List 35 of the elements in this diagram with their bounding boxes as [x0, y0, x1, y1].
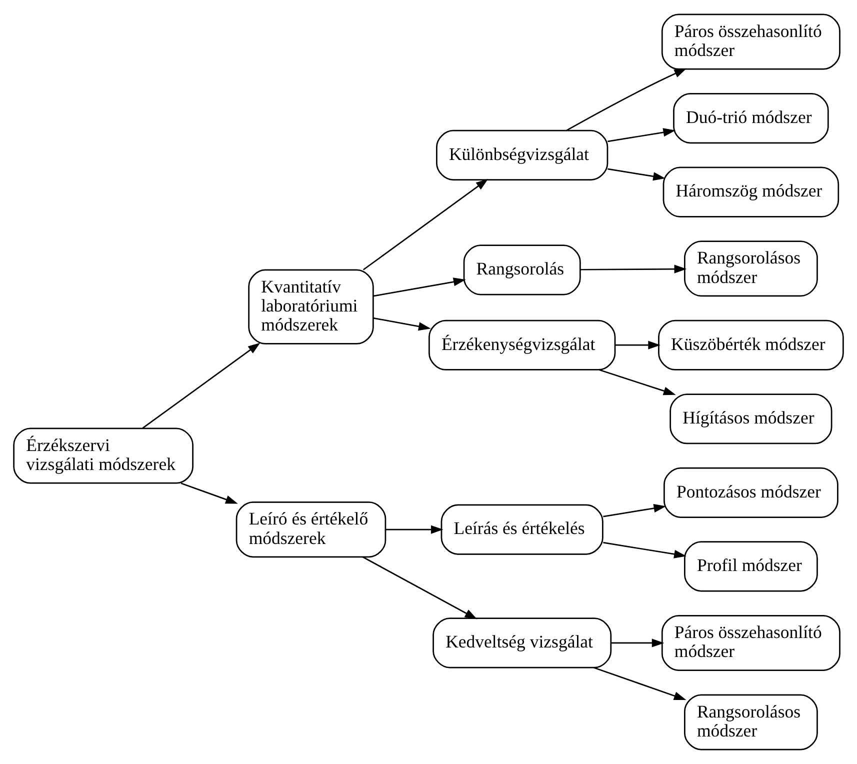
arrow [180, 482, 238, 504]
arrow [386, 525, 444, 534]
node-box: Hígításos módszer [670, 394, 832, 444]
node-box: Leíró és értékelő módszerek [236, 502, 386, 558]
node-box: Különbségvizsgálat [436, 130, 608, 180]
node-box: Rangsorolás [463, 244, 581, 296]
arrow [608, 128, 676, 142]
node-box: Leírás és értékelés [440, 504, 604, 555]
arrow [566, 68, 687, 131]
node-box: Kvantitatív laboratóriumi módszerek [248, 269, 374, 344]
arrow [362, 178, 488, 270]
arrow [373, 278, 466, 297]
node-box: Páros összehasonlító módszer [661, 14, 840, 70]
arrow [599, 369, 676, 396]
arrow [603, 542, 686, 558]
arrow [608, 168, 666, 181]
arrow [594, 666, 686, 700]
node-box: Páros összehasonlító módszer [661, 614, 840, 671]
arrow [373, 317, 431, 331]
node-box: Pontozásos módszer [664, 467, 838, 518]
node-box: Érzékenységvizsgálat [428, 320, 616, 370]
node-box: Háromszög módszer [662, 166, 840, 218]
arrow [580, 264, 687, 274]
arrow [612, 638, 664, 648]
arrow [615, 340, 660, 350]
arrow [603, 504, 666, 518]
node-box: Érzékszervi vizsgálati módszerek [13, 428, 194, 484]
arrow [362, 556, 478, 620]
node-box: Kedveltség vizsgálat [432, 618, 612, 668]
node-box: Rangsorolásos módszer [684, 240, 818, 297]
node-box: Rangsorolásos módszer [684, 694, 818, 750]
node-box: Küszöbérték módszer [658, 320, 844, 370]
node-box: Duó-trió módszer [673, 93, 829, 144]
node-box: Profil módszer [684, 541, 818, 592]
arrow [142, 342, 260, 429]
